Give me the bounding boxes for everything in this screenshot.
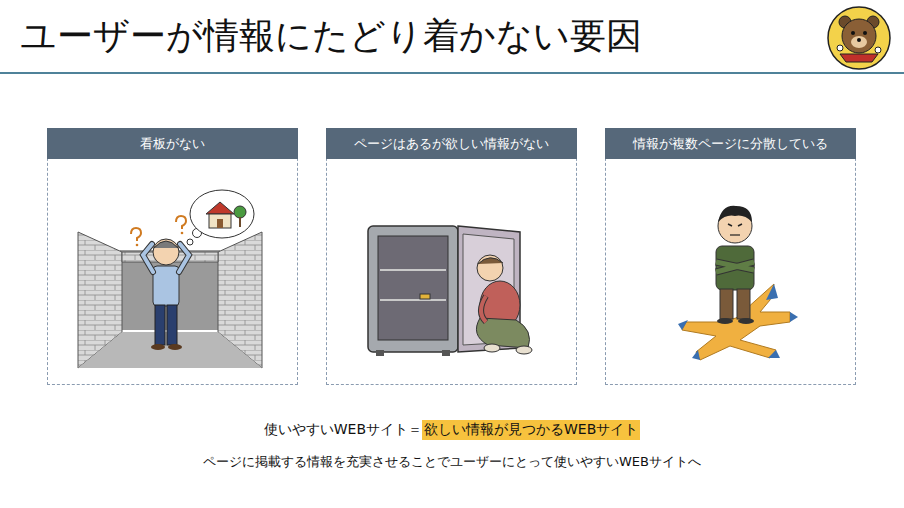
panel-header: 看板がない	[47, 128, 298, 159]
cause-panel: 情報が複数ページに分散している	[605, 128, 856, 385]
logo-icon	[828, 7, 890, 69]
panel-heading: 情報が複数ページに分散している	[633, 135, 828, 153]
empty-fridge-illustration	[368, 226, 532, 356]
slide-title: ユーザーが情報にたどり着かない要因	[20, 12, 642, 61]
panel-heading: ページはあるが欲しい情報がない	[354, 135, 549, 153]
summary-text: 使いやすいWEBサイト＝	[264, 420, 422, 440]
summary-text: ページに掲載する情報を充実させることでユーザーにとって使いやすいWEBサイトへ	[203, 452, 701, 472]
dead-end-illustration	[78, 190, 262, 368]
summary-line: 使いやすいWEBサイト＝欲しい情報が見つかるWEBサイト	[0, 420, 904, 440]
crossroads-illustration	[678, 206, 798, 360]
cause-panel: 看板がない	[47, 128, 298, 385]
panel-header: ページはあるが欲しい情報がない	[326, 128, 577, 159]
cause-panel: ページはあるが欲しい情報がない	[326, 128, 577, 385]
title-rule	[0, 72, 904, 74]
summary-line: ページに掲載する情報を充実させることでユーザーにとって使いやすいWEBサイトへ	[0, 452, 904, 472]
panel-heading: 看板がない	[140, 135, 205, 153]
panel-header: 情報が複数ページに分散している	[605, 128, 856, 159]
highlight-text: 欲しい情報が見つかるWEBサイト	[422, 420, 640, 440]
